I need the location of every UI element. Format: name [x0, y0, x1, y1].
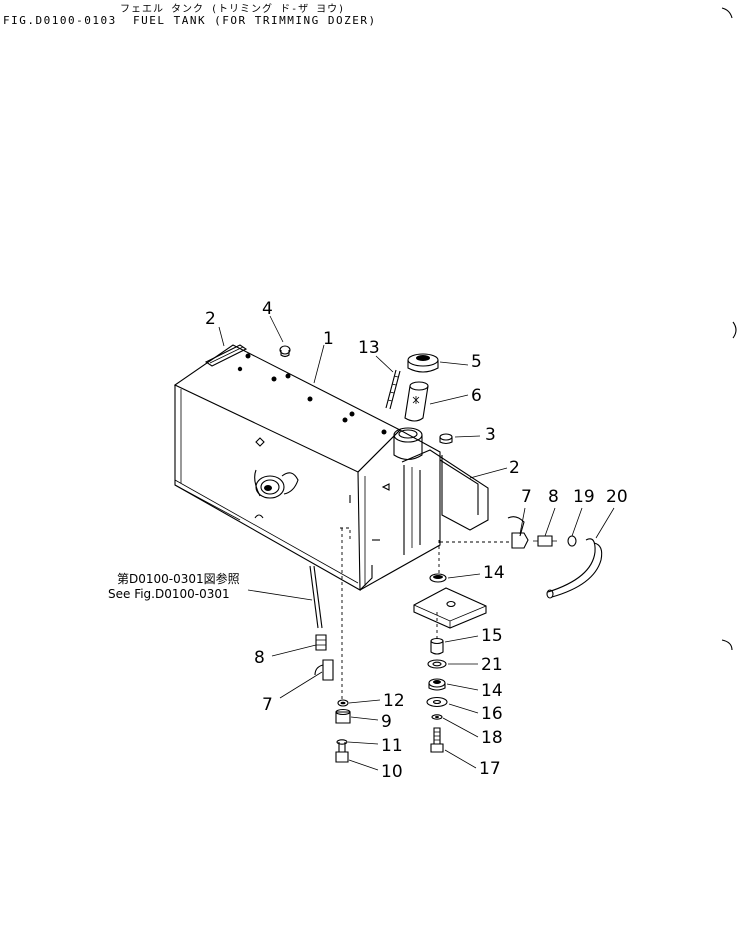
callout-2: 2 — [205, 309, 216, 329]
callout-7: 7 — [521, 487, 532, 507]
figure-title: FIG.D0100-0103 FUEL TANK (FOR TRIMMING D… — [3, 14, 377, 27]
callout-labels: 2 4 1 13 5 6 3 2 7 8 19 20 14 15 21 14 1… — [205, 299, 628, 782]
callout-12: 12 — [383, 691, 405, 711]
callout-15: 15 — [481, 626, 503, 646]
callout-8b: 8 — [254, 648, 265, 668]
callout-4: 4 — [262, 299, 273, 319]
callout-5: 5 — [471, 352, 482, 372]
plug-4 — [279, 345, 291, 358]
callout-10: 10 — [381, 762, 403, 782]
filler-cap — [407, 353, 439, 373]
reference-en: See Fig.D0100-0301 — [108, 587, 230, 601]
callout-9: 9 — [381, 712, 392, 732]
header-title-jp: フェエル タンク (トリミング ド-ザ ヨウ) — [120, 4, 346, 15]
callout-16: 16 — [481, 704, 503, 724]
filler-neck — [393, 427, 423, 461]
callout-2b: 2 — [509, 458, 520, 478]
callout-13: 13 — [358, 338, 380, 358]
strainer — [404, 381, 429, 422]
callout-20: 20 — [606, 487, 628, 507]
fuel-tank-body — [173, 344, 441, 591]
callout-7b: 7 — [262, 695, 273, 715]
mount-stack-right — [413, 540, 487, 753]
bracket-left — [204, 344, 248, 367]
drain-assembly-right — [372, 516, 603, 599]
drain-assembly-left — [309, 565, 334, 681]
reference-jp: 第D0100-0301図参照 — [117, 571, 240, 586]
chain — [385, 369, 401, 410]
callout-19: 19 — [573, 487, 595, 507]
binder-marks — [721, 7, 737, 651]
mount-stack-left — [335, 527, 351, 763]
callout-3: 3 — [485, 425, 496, 445]
callout-8: 8 — [548, 487, 559, 507]
callout-6: 6 — [471, 386, 482, 406]
callout-1: 1 — [323, 329, 334, 349]
leader-lines — [218, 315, 615, 771]
cap-3 — [439, 433, 453, 445]
callout-17: 17 — [479, 759, 501, 779]
callout-14b: 14 — [481, 681, 503, 701]
callout-14: 14 — [483, 563, 505, 583]
callout-21: 21 — [481, 655, 503, 675]
callout-18: 18 — [481, 728, 503, 748]
callout-11: 11 — [381, 736, 403, 756]
bracket-right — [401, 449, 489, 555]
